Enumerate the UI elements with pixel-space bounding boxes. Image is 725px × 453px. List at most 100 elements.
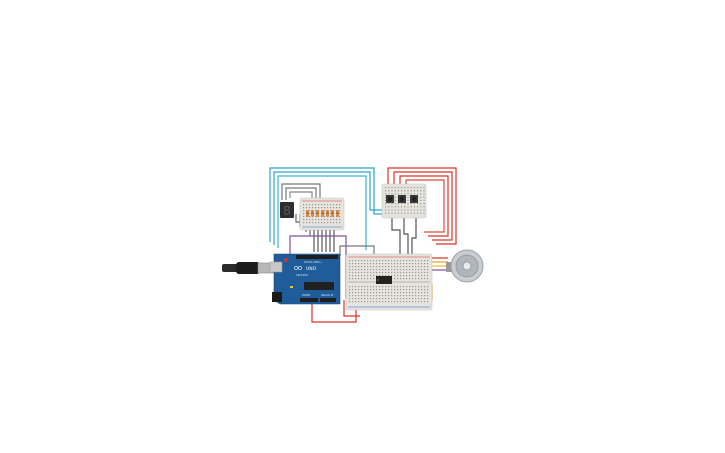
breadboard-hole (421, 286, 423, 288)
push-button-3[interactable] (410, 195, 418, 203)
usb-plug[interactable] (222, 264, 238, 272)
breadboard-hole (330, 210, 332, 212)
wire-red-4[interactable] (405, 179, 445, 233)
breadboard-hole (355, 272, 357, 274)
breadboard-hole (352, 275, 354, 277)
breadboard-hole (409, 298, 411, 300)
wire-gray-12[interactable] (391, 214, 401, 260)
breadboard-hole (379, 275, 381, 277)
wire-gray-1[interactable] (281, 183, 321, 200)
wire-red-1[interactable] (387, 167, 457, 245)
breadboard-hole (391, 298, 393, 300)
breadboard-hole (410, 212, 412, 214)
breadboard-hole (364, 286, 366, 288)
push-button-1[interactable] (386, 195, 394, 203)
wire-cyan-2[interactable] (273, 171, 394, 245)
breadboard-hole (417, 193, 419, 195)
wire-gray-3[interactable] (289, 191, 313, 203)
breadboard-hole (403, 269, 405, 271)
arduino-uno[interactable]: UNO ARDUINO DIGITAL (PWM~) POWER ANALOG … (269, 253, 341, 305)
breadboard-hole (391, 190, 393, 192)
wire-gray-13[interactable] (403, 214, 409, 260)
breadboard-hole (397, 193, 399, 195)
breadboard-hole (397, 275, 399, 277)
breadboard-hole (391, 266, 393, 268)
breadboard-hole (315, 222, 317, 224)
push-buttons[interactable] (386, 195, 418, 203)
breadboard-hole (400, 298, 402, 300)
breadboard-hole (401, 209, 403, 211)
breadboard-hole (424, 289, 426, 291)
breadboard-hole (391, 286, 393, 288)
wire-cyan-1[interactable] (269, 167, 388, 242)
resistor[interactable] (316, 210, 319, 217)
push-button-2[interactable] (398, 195, 406, 203)
resistor[interactable] (326, 210, 329, 217)
breadboard-hole (349, 301, 351, 303)
breadboard-hole (333, 222, 335, 224)
breadboard-hole (400, 269, 402, 271)
breadboard-hole (352, 301, 354, 303)
breadboard-hole (355, 292, 357, 294)
dc-motor[interactable] (446, 249, 484, 283)
breadboard-hole (367, 272, 369, 274)
breadboard-hole (367, 260, 369, 262)
breadboard-hole (385, 260, 387, 262)
wire-red-2[interactable] (393, 171, 453, 241)
breadboard-hole (324, 210, 326, 212)
resistor[interactable] (321, 210, 324, 217)
wire-gray-14[interactable] (411, 214, 417, 260)
motor-driver-ic[interactable] (376, 276, 392, 284)
breadboard-hole (400, 272, 402, 274)
reset-button[interactable] (284, 258, 288, 262)
resistor[interactable] (336, 210, 339, 217)
breadboard-hole (385, 187, 387, 189)
breadboard-hole (388, 269, 390, 271)
breadboard-hole (427, 263, 429, 265)
breadboard-hole (394, 193, 396, 195)
breadboard-hole (401, 187, 403, 189)
seven-segment-display[interactable]: 8 (280, 202, 294, 218)
breadboard-hole (391, 289, 393, 291)
breadboard-hole (373, 298, 375, 300)
breadboard-hole (370, 286, 372, 288)
breadboard-hole (385, 203, 387, 205)
breadboard-hole (330, 207, 332, 209)
breadboard-hole (373, 278, 375, 280)
wire-red-6[interactable] (343, 300, 360, 317)
wire-cyan-3[interactable] (277, 175, 367, 250)
breadboard-hole (421, 289, 423, 291)
breadboard-hole (415, 260, 417, 262)
breadboard-hole (358, 286, 360, 288)
wire-red-3[interactable] (399, 175, 449, 237)
usb-port[interactable] (269, 261, 283, 273)
breadboard-hole (407, 196, 409, 198)
analog-header (320, 298, 336, 302)
breadboard-hole (394, 298, 396, 300)
power-jack[interactable] (272, 292, 282, 302)
wire-gray-2[interactable] (285, 187, 317, 202)
breadboard-hole (394, 286, 396, 288)
breadboard-hole (406, 289, 408, 291)
breadboard-hole (424, 298, 426, 300)
breadboard-main[interactable] (345, 253, 433, 311)
breadboard-hole (391, 203, 393, 205)
breadboard-hole (421, 269, 423, 271)
breadboard-hole (379, 295, 381, 297)
resistor[interactable] (311, 210, 314, 217)
breadboard-hole (324, 219, 326, 221)
breadboard-hole (412, 295, 414, 297)
breadboard-hole (349, 298, 351, 300)
breadboard-hole (412, 289, 414, 291)
breadboard-hole (421, 278, 423, 280)
breadboard-hole (394, 209, 396, 211)
breadboard-hole (421, 272, 423, 274)
breadboard-hole (400, 263, 402, 265)
breadboard-hole (321, 219, 323, 221)
resistor[interactable] (331, 210, 334, 217)
resistor[interactable] (306, 210, 309, 217)
breadboard-hole (321, 204, 323, 206)
breadboard-hole (421, 275, 423, 277)
breadboard-hole (373, 272, 375, 274)
usb-cable[interactable] (222, 262, 275, 274)
